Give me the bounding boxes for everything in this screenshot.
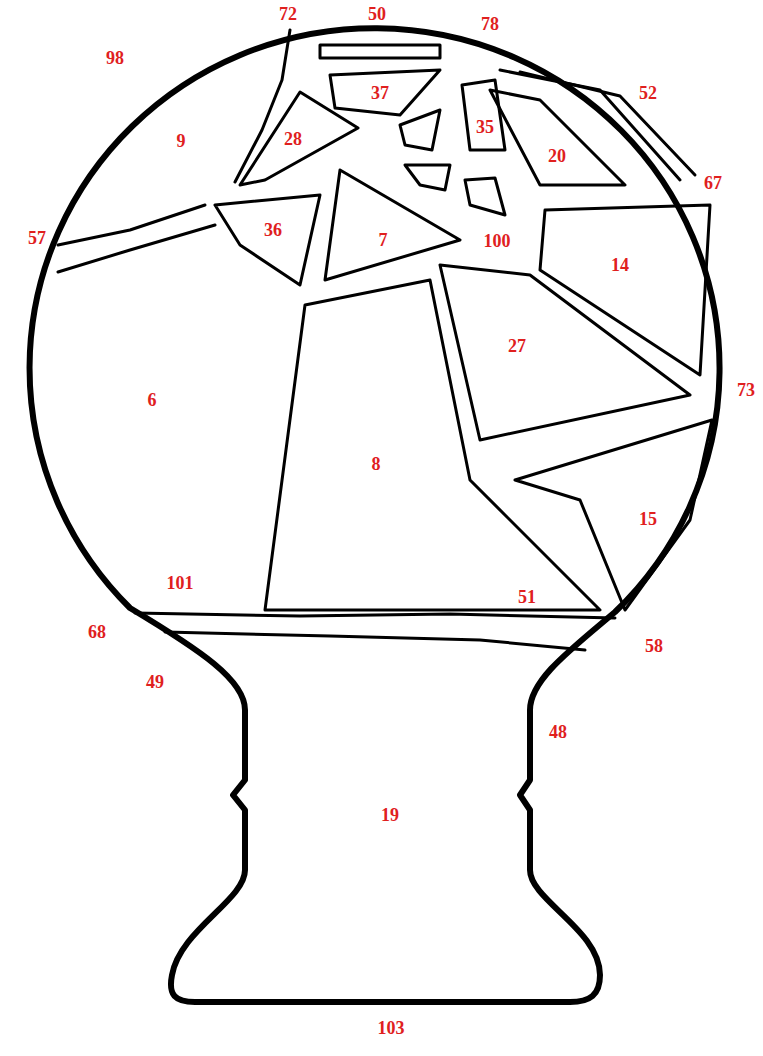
callout-number: 58: [645, 636, 663, 656]
globe-outline: [30, 28, 720, 1002]
callout-number: 9: [177, 131, 186, 151]
callout-number: 100: [484, 231, 511, 251]
callout-number: 51: [518, 587, 536, 607]
region-outline: [400, 110, 440, 150]
callout-number: 98: [106, 48, 124, 68]
crack-line: [235, 30, 290, 182]
crack-line: [58, 205, 205, 245]
region-outline: [540, 205, 710, 375]
callout-number: 28: [284, 129, 302, 149]
crack-line: [165, 632, 585, 650]
callout-number: 19: [381, 805, 399, 825]
region-outline: [465, 178, 505, 215]
callout-number: 73: [737, 380, 755, 400]
callout-number: 57: [28, 228, 46, 248]
crack-line: [520, 72, 695, 175]
callout-number: 48: [549, 722, 567, 742]
callout-number: 78: [481, 14, 499, 34]
callout-number: 35: [476, 117, 494, 137]
callout-number: 67: [704, 173, 722, 193]
region-outline: [515, 420, 712, 610]
callout-number: 7: [379, 230, 388, 250]
callout-number: 52: [639, 83, 657, 103]
region-outline: [405, 165, 450, 190]
callout-number: 8: [372, 454, 381, 474]
callout-number: 103: [378, 1018, 405, 1038]
region-outline: [330, 70, 440, 115]
callout-number: 72: [279, 4, 297, 24]
region-outline: [325, 170, 460, 280]
callout-number: 15: [639, 509, 657, 529]
callout-number: 101: [167, 573, 194, 593]
callout-number: 50: [368, 4, 386, 24]
callout-number: 37: [371, 83, 389, 103]
crack-line: [500, 70, 680, 180]
callout-number: 68: [88, 622, 106, 642]
region-outline: [265, 280, 600, 610]
crack-line: [135, 613, 615, 618]
crack-line: [58, 225, 215, 272]
callout-number: 36: [264, 220, 282, 240]
callout-number: 49: [146, 672, 164, 692]
callout-number: 14: [611, 255, 629, 275]
callout-number: 20: [548, 146, 566, 166]
callout-number: 6: [148, 390, 157, 410]
region-outline: [440, 265, 690, 440]
region-outline: [490, 90, 625, 185]
region-outline: [215, 195, 320, 285]
region-outline: [320, 45, 440, 58]
callout-number: 27: [508, 336, 526, 356]
